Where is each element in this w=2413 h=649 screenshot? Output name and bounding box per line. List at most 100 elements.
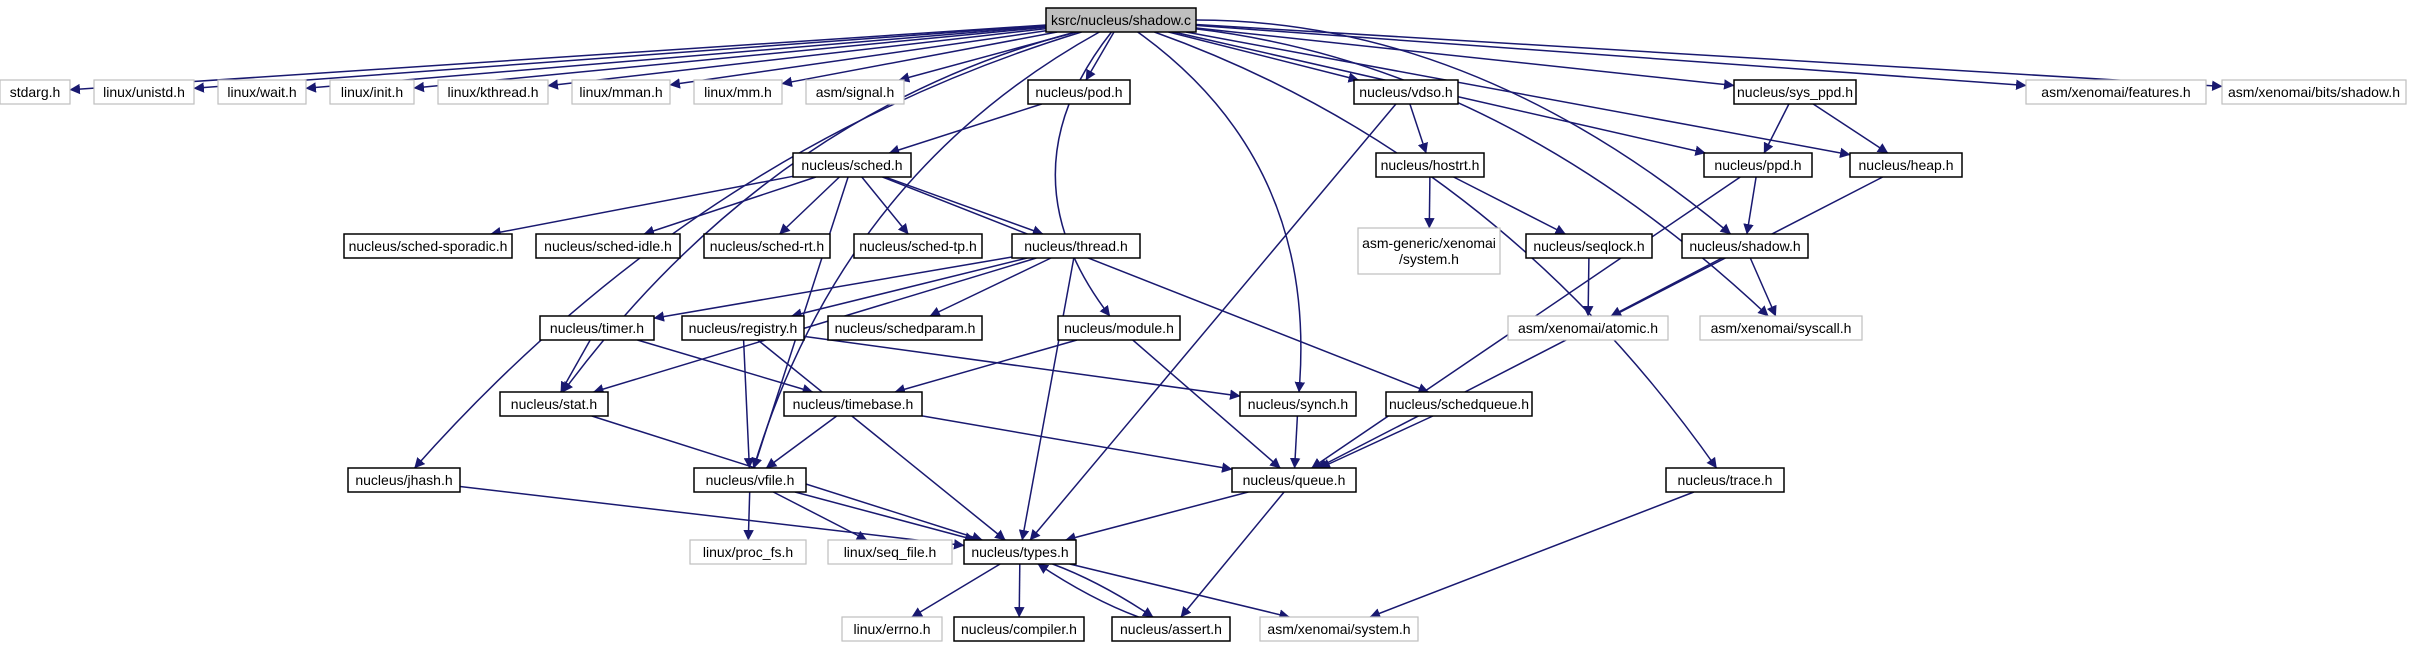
node-stdarg[interactable]: stdarg.h (0, 79, 71, 105)
node-vdso[interactable]: nucleus/vdso.h (1353, 79, 1459, 105)
node-label: ksrc/nucleus/shadow.c (1051, 12, 1191, 28)
dependency-nodes: ksrc/nucleus/shadow.c stdarg.h linux/unist… (0, 7, 2407, 642)
node-rt[interactable]: nucleus/sched-rt.h (703, 233, 831, 259)
node-box (693, 79, 783, 105)
node-types[interactable]: nucleus/types.h (963, 539, 1077, 565)
node-box (1111, 616, 1231, 642)
edge-assert-to-types (1037, 563, 1139, 618)
node-mm[interactable]: linux/mm.h (693, 79, 783, 105)
node-timebase[interactable]: nucleus/timebase.h (783, 391, 923, 417)
node-label: linux/wait.h (227, 84, 296, 100)
edge-shadow_c-to-bitsshadow (1195, 23, 2223, 92)
edge-pod-to-sched (888, 103, 1042, 155)
node-label: linux/mman.h (579, 84, 662, 100)
node-label: nucleus/pod.h (1035, 84, 1122, 100)
node-box (853, 233, 983, 259)
node-sched[interactable]: nucleus/sched.h (792, 152, 912, 178)
node-box (1681, 233, 1809, 259)
node-bitsshadow[interactable]: asm/xenomai/bits/shadow.h (2221, 79, 2407, 105)
node-label: nucleus/schedqueue.h (1389, 396, 1529, 412)
node-wait[interactable]: linux/wait.h (217, 79, 307, 105)
edge-shadow_c-to-jhash (414, 31, 1082, 469)
node-assert[interactable]: nucleus/assert.h (1111, 616, 1231, 642)
node-hostrt[interactable]: nucleus/hostrt.h (1375, 152, 1485, 178)
edge-sched-to-thread (884, 176, 1044, 236)
node-label: /system.h (1399, 251, 1459, 267)
node-label: nucleus/seqlock.h (1533, 238, 1644, 254)
edge-types-to-assert (1052, 563, 1154, 618)
node-pod[interactable]: nucleus/pod.h (1027, 79, 1131, 105)
node-shadow-c[interactable]: ksrc/nucleus/shadow.c (1045, 7, 1197, 33)
node-init[interactable]: linux/init.h (329, 79, 415, 105)
node-schedqueue[interactable]: nucleus/schedqueue.h (1385, 391, 1533, 417)
node-trace[interactable]: nucleus/trace.h (1665, 467, 1785, 493)
edge-shadow_h-to-syscall (1749, 257, 1777, 317)
edge-thread-to-stat (593, 257, 1037, 395)
node-tp[interactable]: nucleus/sched-tp.h (853, 233, 983, 259)
node-box (693, 467, 807, 493)
node-thread[interactable]: nucleus/thread.h (1011, 233, 1141, 259)
node-shadow-h[interactable]: nucleus/shadow.h (1681, 233, 1809, 259)
edge-sched-to-sporadic (490, 175, 794, 238)
node-box (1259, 616, 1419, 642)
node-features[interactable]: asm/xenomai/features.h (2025, 79, 2207, 105)
edge-shadow_c-to-heap (1185, 31, 1851, 159)
node-label: nucleus/synch.h (1248, 396, 1348, 412)
node-synch[interactable]: nucleus/synch.h (1239, 391, 1357, 417)
edge-shadow_c-to-mman (669, 30, 1047, 89)
node-seqfile[interactable]: linux/seq_file.h (827, 539, 953, 565)
edge-sched-to-idle (643, 176, 817, 236)
node-label: nucleus/sched-rt.h (710, 238, 824, 254)
node-label: asm/signal.h (816, 84, 895, 100)
node-module[interactable]: nucleus/module.h (1057, 315, 1181, 341)
node-stat[interactable]: nucleus/stat.h (499, 391, 609, 417)
node-label: nucleus/timebase.h (793, 396, 914, 412)
edge-shadow_c-to-unistd (193, 24, 1047, 93)
edge-shadow_c-to-module (1054, 31, 1113, 317)
edge-thread-to-types (1018, 257, 1075, 541)
edge-shadow_c-to-stdarg (69, 24, 1047, 95)
node-heap[interactable]: nucleus/heap.h (1849, 152, 1963, 178)
edge-vdso-to-types (1029, 103, 1397, 541)
node-genericsys[interactable]: asm-generic/xenomai/system.h (1357, 227, 1501, 275)
node-queue[interactable]: nucleus/queue.h (1231, 467, 1357, 493)
node-label: asm-generic/xenomai (1362, 235, 1496, 251)
node-label: nucleus/vdso.h (1359, 84, 1452, 100)
node-box (2025, 79, 2207, 105)
node-label: nucleus/sched-sporadic.h (349, 238, 508, 254)
node-idle[interactable]: nucleus/sched-idle.h (535, 233, 681, 259)
node-vfile[interactable]: nucleus/vfile.h (693, 467, 807, 493)
node-system[interactable]: asm/xenomai/system.h (1259, 616, 1419, 642)
node-asmsignal[interactable]: asm/signal.h (805, 79, 905, 105)
node-label: asm/xenomai/bits/shadow.h (2228, 84, 2400, 100)
node-procfs[interactable]: linux/proc_fs.h (689, 539, 807, 565)
node-ppd[interactable]: nucleus/ppd.h (1703, 152, 1813, 178)
node-jhash[interactable]: nucleus/jhash.h (347, 467, 461, 493)
node-sysppd[interactable]: nucleus/sys_ppd.h (1733, 79, 1857, 105)
node-label: nucleus/module.h (1064, 320, 1174, 336)
node-label: nucleus/registry.h (689, 320, 798, 336)
node-syscall[interactable]: asm/xenomai/syscall.h (1699, 315, 1863, 341)
edge-registry-to-synch (803, 335, 1241, 400)
node-schedparam[interactable]: nucleus/schedparam.h (827, 315, 983, 341)
edge-sysppd-to-heap (1812, 103, 1889, 154)
node-label: nucleus/timer.h (550, 320, 644, 336)
edge-vfile-to-types (794, 491, 976, 543)
node-label: stdarg.h (10, 84, 61, 100)
node-timer[interactable]: nucleus/timer.h (539, 315, 655, 341)
node-seqlock[interactable]: nucleus/seqlock.h (1525, 233, 1653, 259)
node-sporadic[interactable]: nucleus/sched-sporadic.h (343, 233, 513, 259)
node-errno[interactable]: linux/errno.h (841, 616, 943, 642)
edge-vfile-to-procfs (743, 491, 754, 541)
node-box (1699, 315, 1863, 341)
node-compiler[interactable]: nucleus/compiler.h (953, 616, 1085, 642)
node-label: linux/proc_fs.h (703, 544, 793, 560)
node-mman[interactable]: linux/mman.h (571, 79, 671, 105)
node-kthread[interactable]: linux/kthread.h (437, 79, 549, 105)
node-box (1849, 152, 1963, 178)
node-unistd[interactable]: linux/unistd.h (93, 79, 195, 105)
node-atomic[interactable]: asm/xenomai/atomic.h (1507, 315, 1669, 341)
node-registry[interactable]: nucleus/registry.h (681, 315, 805, 341)
node-label: nucleus/thread.h (1024, 238, 1128, 254)
